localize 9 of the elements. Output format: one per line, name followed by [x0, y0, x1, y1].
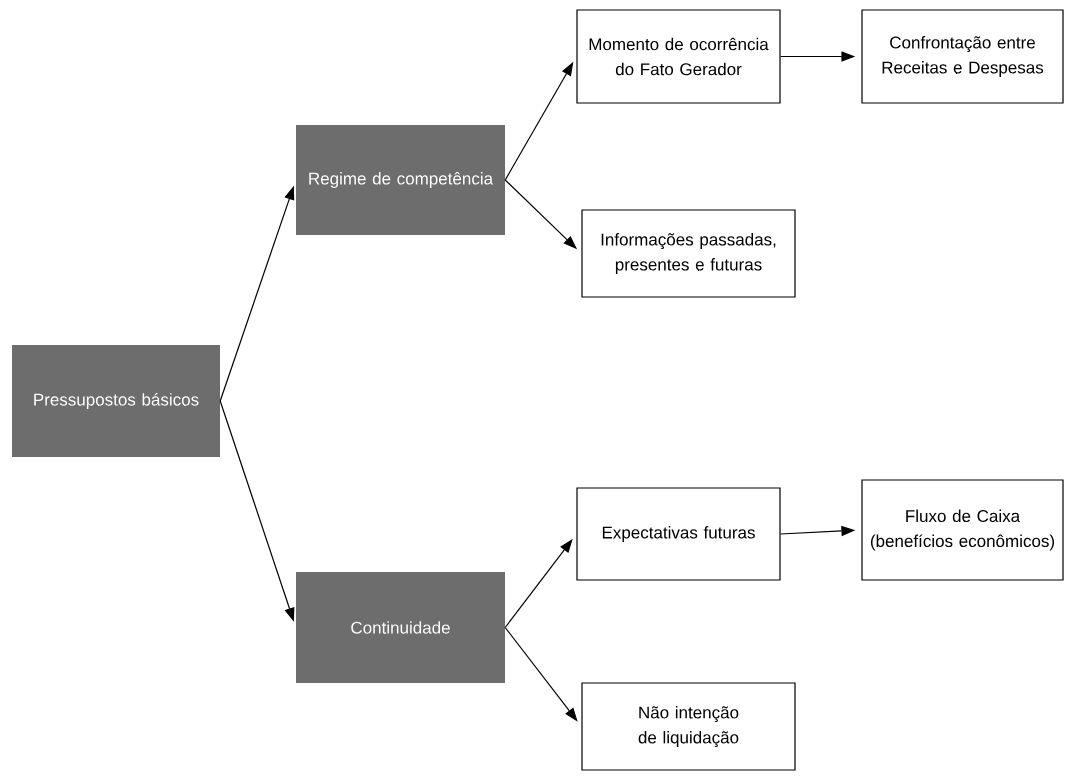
process-box: Informações passadas, presentes e futuras	[581, 209, 796, 298]
process-box: Não intenção de liquidação	[581, 682, 796, 771]
concept-box: Regime de competência	[296, 125, 505, 235]
concept-box: Pressupostos básicos	[12, 345, 220, 457]
process-box: Confrontação entre Receitas e Despesas	[861, 9, 1064, 104]
process-box: Fluxo de Caixa (benefícios econômicos)	[861, 479, 1064, 581]
process-box: Momento de ocorrência do Fato Gerador	[576, 9, 781, 104]
process-box: Expectativas futuras	[576, 487, 781, 581]
concept-box: Continuidade	[296, 572, 505, 683]
